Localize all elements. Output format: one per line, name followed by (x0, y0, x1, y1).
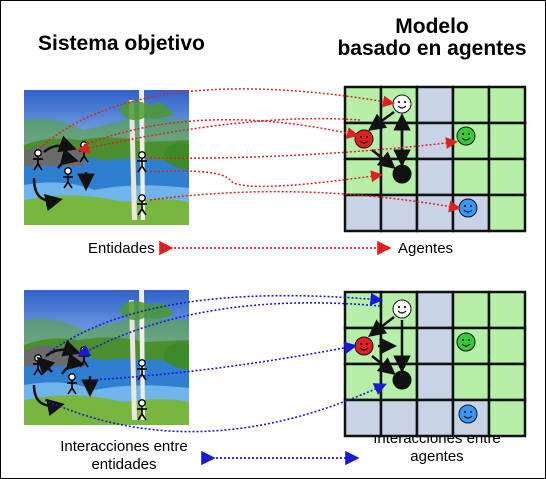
grid-cell (487, 157, 527, 197)
green-agent-icon (456, 126, 476, 146)
grid-cell (343, 85, 383, 125)
grid-cell (379, 193, 419, 233)
agent-interaction-arrow (371, 355, 396, 376)
grid-cell (487, 85, 527, 125)
agent-grid-top (343, 85, 527, 233)
grid-cell (415, 326, 455, 366)
agent-interactions-line2: agentes (410, 448, 464, 465)
grid-cell (487, 121, 527, 161)
grid-cell (487, 193, 527, 233)
grid-cell (415, 290, 455, 330)
grid-cell (379, 398, 419, 438)
black-agent-icon (392, 370, 412, 390)
white-agent-icon (392, 94, 412, 114)
white-agent-icon (392, 299, 412, 319)
red-agent-icon (354, 129, 374, 149)
grid-cell (415, 398, 455, 438)
grid-cell (343, 290, 383, 330)
agents-label: Agentes (398, 240, 454, 257)
agent-interaction-arrow (367, 110, 395, 131)
entity-interactions-label: Interacciones entre entidades (44, 438, 204, 474)
grid-cell (451, 85, 491, 125)
black-agent-icon (392, 164, 412, 184)
entities-label: Entidades (88, 240, 155, 257)
grid-cell (379, 121, 419, 161)
grid-cell (343, 193, 383, 233)
model-title-line2: basado en agentes (337, 37, 527, 60)
grid-cell (487, 398, 527, 438)
blue-agent-icon (458, 404, 478, 424)
entity-interactions-line2: entidades (91, 456, 157, 473)
agent-interaction-arrow (371, 149, 396, 170)
grid-cell (415, 157, 455, 197)
mapping-connectors-bottom (44, 292, 387, 433)
grid-cell (415, 121, 455, 161)
grid-cell (415, 193, 455, 233)
grid-cell (415, 85, 455, 125)
grid-cell (451, 290, 491, 330)
model-title-line1: Modelo (395, 15, 469, 38)
system-title: Sistema objetivo (38, 32, 205, 55)
red-agent-icon (354, 336, 374, 356)
grid-cell (487, 326, 527, 366)
model-title: Modelo basado en agentes (322, 16, 542, 60)
grid-cell (343, 398, 383, 438)
blue-agent-icon (458, 198, 478, 218)
entity-interactions-line1: Interacciones entre (60, 438, 188, 455)
green-agent-icon (456, 332, 476, 352)
agent-interaction-arrow (368, 316, 395, 338)
grid-cell (343, 362, 383, 402)
grid-cell (451, 157, 491, 197)
grid-cell (415, 362, 455, 402)
grid-cell (487, 362, 527, 402)
entity-interaction-arrows-top (32, 135, 95, 212)
grid-cell (451, 362, 491, 402)
mapping-connectors-top (39, 88, 461, 213)
agent-grid-bottom (343, 290, 527, 438)
grid-cell (487, 290, 527, 330)
